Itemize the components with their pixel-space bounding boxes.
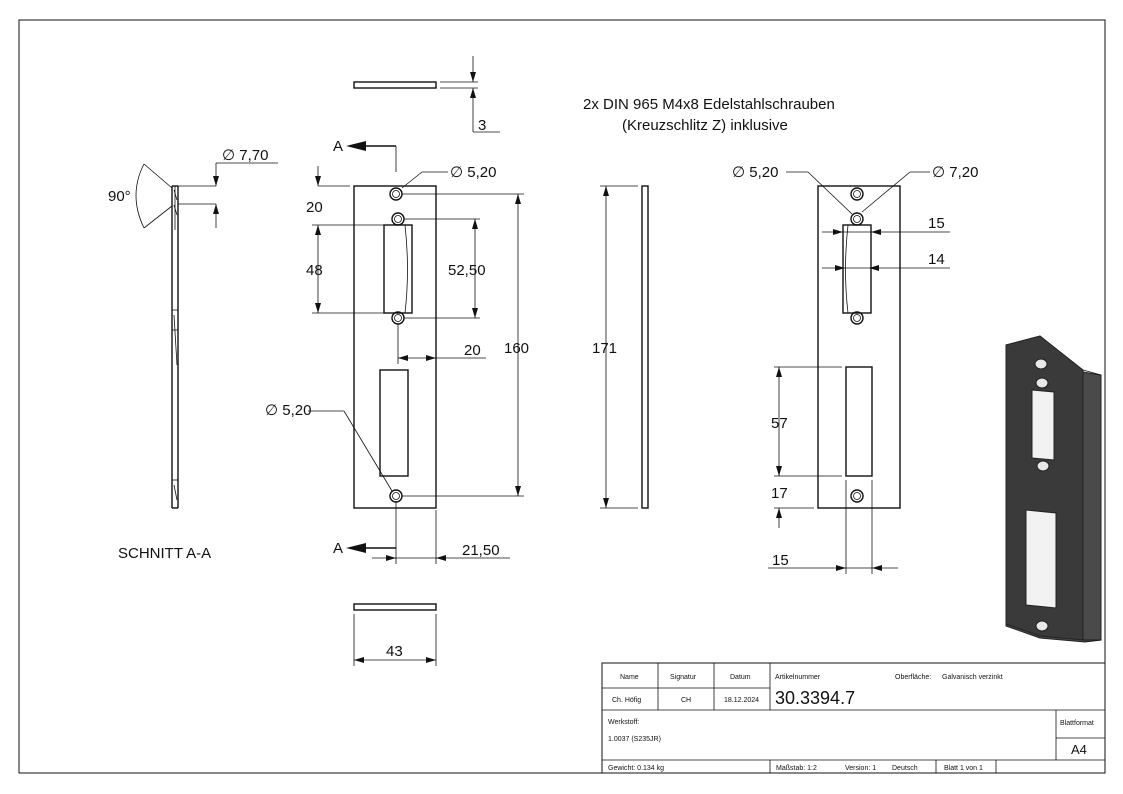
slot-bottom-dimension: 17 xyxy=(771,485,788,502)
hole-diameter-lower: ∅ 5,20 xyxy=(265,402,311,419)
right-hole-diameter-large: ∅ 7,20 xyxy=(932,164,978,181)
hole-diameter-large: ∅ 7,70 xyxy=(222,147,268,164)
countersink-angle: 90° xyxy=(108,188,131,205)
total-hole-spacing-dimension: 160 xyxy=(504,340,529,357)
slot-height-dimension: 57 xyxy=(771,415,788,432)
back-view: ∅ 5,20 ∅ 7,20 15 14 57 17 15 xyxy=(732,164,978,574)
top-offset-dimension: 20 xyxy=(306,199,323,216)
sheet-border xyxy=(18,19,1106,774)
format-value: A4 xyxy=(1071,742,1087,757)
cutout-height-dimension: 48 xyxy=(306,262,323,279)
scale: Maßstab: 1:2 xyxy=(776,765,817,772)
format-label: Blattformat xyxy=(1060,720,1094,727)
top-view: 3 xyxy=(353,56,500,134)
right-hole-diameter-small: ∅ 5,20 xyxy=(732,164,778,181)
material-label: Werkstoff: xyxy=(608,719,639,726)
front-view: A A 20 48 52,50 xyxy=(265,138,529,564)
date-value: 18.12.2024 xyxy=(724,697,759,704)
hole-x-dimension: 21,50 xyxy=(462,542,500,559)
name-label: Name xyxy=(620,674,639,681)
version: Version: 1 xyxy=(845,765,876,772)
article-number: 30.3394.7 xyxy=(775,688,855,708)
surface-label: Oberfläche: xyxy=(895,674,931,681)
hole-spacing-dimension: 52,50 xyxy=(448,262,486,279)
section-marker-top: A xyxy=(333,138,343,155)
section-label: SCHNITT A-A xyxy=(118,545,211,562)
slot-width-dimension: 15 xyxy=(772,552,789,569)
isometric-render xyxy=(1005,335,1102,643)
sheet-number: Blatt 1 von 1 xyxy=(944,765,983,772)
total-length-dimension: 171 xyxy=(592,340,617,357)
cutout-width-outer: 15 xyxy=(928,215,945,232)
thickness-dimension: 3 xyxy=(478,117,486,134)
article-label: Artikelnummer xyxy=(775,674,821,681)
title-block: Name Signatur Datum Artikelnummer Oberfl… xyxy=(601,662,1106,774)
signature-value: CH xyxy=(681,697,691,704)
name-value: Ch. Höfig xyxy=(612,697,641,704)
date-label: Datum xyxy=(730,674,751,681)
weight: Gewicht: 0.134 kg xyxy=(608,765,664,772)
section-view: 90° ∅ 7,70 SCHNITT A-A xyxy=(108,147,278,562)
bottom-view: 43 xyxy=(353,603,437,666)
screws-note-line2: (Kreuzschlitz Z) inklusive xyxy=(622,117,788,134)
signature-label: Signatur xyxy=(670,674,697,681)
side-view: 171 xyxy=(592,185,649,509)
screws-note-line1: 2x DIN 965 M4x8 Edelstahlschrauben xyxy=(583,96,835,113)
hole-diameter-small: ∅ 5,20 xyxy=(450,164,496,181)
width-dimension: 43 xyxy=(386,643,403,660)
lateral-offset-dimension: 20 xyxy=(464,342,481,359)
language: Deutsch xyxy=(892,765,918,772)
material-value: 1.0037 (S235JR) xyxy=(608,736,661,743)
section-marker-bottom: A xyxy=(333,540,343,557)
cutout-width-inner: 14 xyxy=(928,251,945,268)
surface-value: Galvanisch verzinkt xyxy=(942,674,1003,681)
